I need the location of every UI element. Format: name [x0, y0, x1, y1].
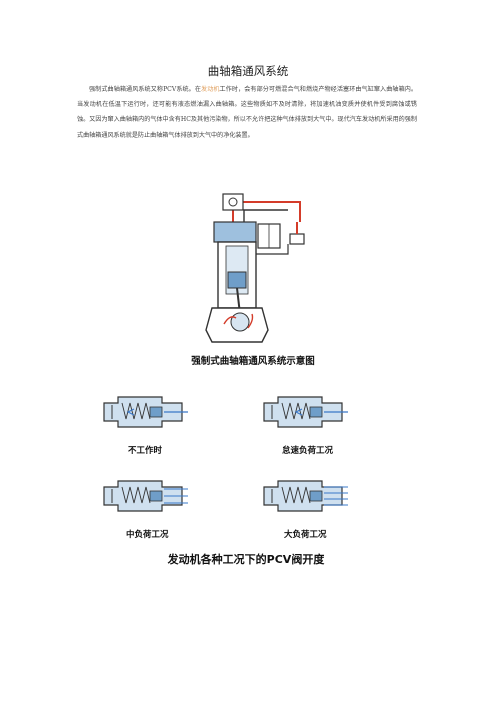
paragraph-text-end: 工作时，会有部分可燃混合气和燃烧产物经活塞环由气缸窜入曲轴箱内。当发动机在低温下… — [77, 86, 418, 139]
panel-label-off: 不工作时 — [128, 445, 163, 456]
pcv-system-diagram: 强制式曲轴箱通风系统示意图 — [191, 193, 315, 367]
figure2-caption: 发动机各种工况下的PCV阀开度 — [167, 552, 326, 566]
piston — [227, 271, 247, 289]
panel-label-medium: 中负荷工况 — [126, 529, 169, 540]
pcv-valve-figure: 不工作时 怠速负荷工况 中负荷工况 大负荷工况 发动机各种工况下的PCV阀开度 — [103, 396, 348, 566]
engine-link[interactable]: 发动机 — [201, 86, 220, 93]
valve-panel-off — [103, 396, 188, 428]
valve-panel-idle — [263, 396, 348, 428]
crankshaft — [230, 312, 250, 332]
cylinder-head — [213, 221, 257, 243]
valve-panel-heavy — [263, 480, 348, 512]
paragraph-text-start: 强制式曲轴箱通风系统又称PCV系统。在 — [89, 86, 202, 93]
return-pipe — [256, 244, 289, 255]
air-cleaner-center — [228, 197, 238, 207]
breather-pipe — [232, 201, 301, 222]
flow-arrow — [223, 316, 237, 325]
vacuum-pipe — [243, 209, 288, 224]
pcv-valve — [289, 233, 305, 245]
body-paragraph: 强制式曲轴箱通风系统又称PCV系统。在发动机工作时，会有部分可燃混合气和燃烧产物… — [77, 82, 417, 143]
panel-label-heavy: 大负荷工况 — [284, 529, 327, 540]
figure1-caption: 强制式曲轴箱通风系统示意图 — [191, 355, 315, 367]
valve-panel-medium — [103, 480, 188, 512]
page-title: 曲轴箱通风系统 — [207, 64, 289, 78]
air-cleaner — [222, 193, 244, 211]
panel-label-idle: 怠速负荷工况 — [282, 445, 334, 456]
